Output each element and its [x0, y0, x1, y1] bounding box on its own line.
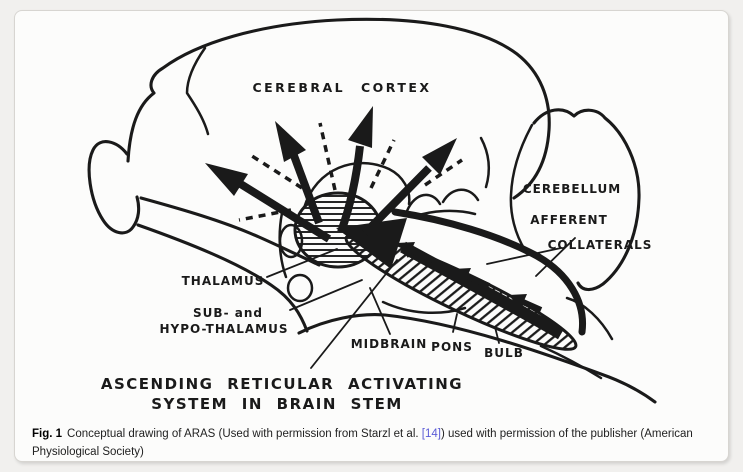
- thalamus-leader: [266, 248, 338, 278]
- brain-diagram-svg: CEREBRAL CORTEX CEREBELLUM AFFERENT COLL…: [87, 17, 657, 413]
- projection-arrow-left-shaft: [236, 179, 332, 243]
- dashed-ray-mid-left: [318, 122, 337, 191]
- figure-caption: Fig. 1 Conceptual drawing of ARAS (Used w…: [32, 426, 706, 462]
- label-midbrain: MIDBRAIN: [351, 337, 428, 351]
- pons-leader: [452, 313, 458, 333]
- label-aras-line1: ASCENDING RETICULAR ACTIVATING: [101, 375, 463, 393]
- ventral-sweep-lower: [136, 223, 309, 333]
- hypothalamic-loop-lower: [286, 273, 314, 303]
- projection-arrow-up-head: [348, 106, 373, 148]
- label-cerebral-cortex: CEREBRAL CORTEX: [252, 80, 431, 95]
- main-aras-arrowhead: [336, 218, 407, 269]
- collateral-arrow-3-head: [509, 294, 527, 310]
- dashed-ray-left-low: [238, 208, 292, 222]
- cerebellum-anterior-edge: [509, 123, 534, 252]
- figure-number-label: Fig. 1: [32, 428, 63, 440]
- label-aras-line2: SYSTEM IN BRAIN STEM: [151, 395, 403, 413]
- anterior-thalamus-line: [278, 211, 288, 279]
- collateral-arrow-3-shaft: [521, 299, 543, 313]
- brainstem-ventral-outline: [297, 313, 657, 404]
- label-afferent: AFFERENT: [530, 213, 608, 227]
- collateral-arrow-2-shaft: [465, 273, 491, 289]
- olfactory-bulb-outline: [87, 140, 141, 235]
- cortical-projection-arrows: [205, 106, 457, 243]
- cerebellum-outline: [532, 108, 641, 292]
- anatomy-labels: CEREBRAL CORTEX CEREBELLUM AFFERENT COLL…: [101, 80, 653, 413]
- sub-hypo-leader: [289, 279, 363, 311]
- label-collaterals: COLLATERALS: [548, 238, 653, 252]
- medulla-spinal-line: [539, 344, 603, 380]
- ventral-sweep-upper: [139, 196, 321, 267]
- main-aras-arrow: [336, 218, 565, 340]
- projection-arrow-upright-head: [422, 138, 457, 175]
- brain-diagram: CEREBRAL CORTEX CEREBELLUM AFFERENT COLL…: [15, 11, 728, 423]
- colliculi-bumps: [405, 188, 480, 213]
- collateral-arrow-1-shaft: [409, 247, 435, 263]
- projection-arrow-up-shaft: [337, 145, 364, 234]
- collateral-arrow-1-head: [397, 242, 415, 258]
- label-hypo-thalamus: HYPO-THALAMUS: [160, 322, 289, 336]
- dashed-projection-rays: [238, 122, 463, 222]
- projection-arrow-left-head: [205, 163, 248, 196]
- projection-arrow-upleft-shaft: [289, 151, 323, 225]
- caption-text-after: ) used with permission of the publisher …: [32, 428, 693, 458]
- collateral-arrow-2-head: [453, 268, 471, 284]
- label-pons: PONS: [431, 340, 473, 354]
- midbrain-leader: [369, 287, 391, 335]
- figure-card: CEREBRAL CORTEX CEREBELLUM AFFERENT COLL…: [14, 10, 729, 462]
- posterior-inner-arc: [479, 136, 490, 189]
- dashed-ray-left-up: [251, 154, 303, 190]
- cerebellum-fold-1: [565, 296, 614, 341]
- frontal-fold: [185, 46, 210, 136]
- collateral-arrows: [397, 242, 543, 313]
- bulb-leader: [494, 326, 500, 344]
- label-bulb: BULB: [484, 346, 524, 360]
- cortex-outline-path: [126, 17, 551, 200]
- citation-link-14[interactable]: [14]: [421, 428, 441, 440]
- afferent-leader-2: [535, 237, 576, 277]
- afferent-leader-1: [486, 247, 562, 265]
- dashed-ray-mid-right: [369, 139, 396, 189]
- projection-arrow-upleft-head: [275, 121, 306, 162]
- aras-leader: [310, 259, 398, 369]
- projection-arrow-upright-shaft: [362, 165, 432, 236]
- label-sub-and: SUB- and: [193, 306, 263, 320]
- label-cerebellum: CEREBELLUM: [523, 182, 621, 196]
- caption-text-before: Conceptual drawing of ARAS (Used with pe…: [67, 428, 422, 440]
- label-thalamus: THALAMUS: [182, 274, 265, 288]
- label-leader-lines: [266, 237, 576, 369]
